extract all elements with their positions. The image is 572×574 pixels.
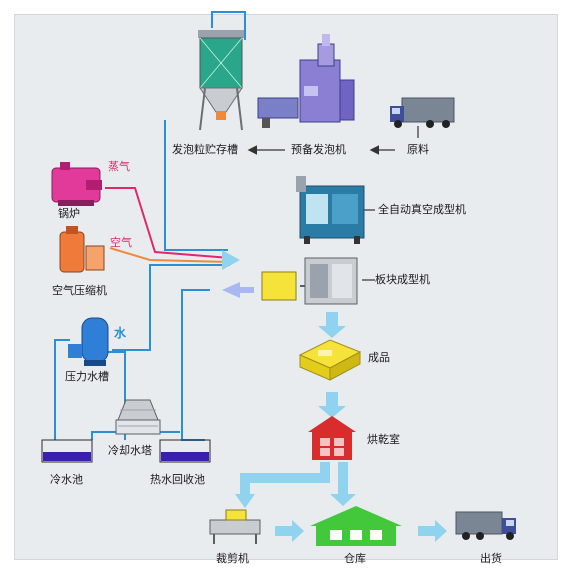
flow-arrow-drying-to-cutter [235, 462, 330, 508]
label-shipping: 出货 [480, 552, 502, 565]
flow-arrow-into-center [222, 250, 240, 270]
pressure-tank [68, 317, 109, 366]
label-pre-foamer: 预备发泡机 [291, 143, 346, 156]
flow-arrow-cutter-to-warehouse [275, 520, 304, 542]
label-water: 水 [114, 326, 127, 340]
flow-arrow-warehouse-to-shipping [418, 520, 447, 542]
label-auto-vacuum: 全自动真空成型机 [378, 203, 466, 216]
return-line [181, 289, 210, 441]
tank-to-pool [54, 339, 70, 440]
label-cutter: 裁剪机 [216, 552, 249, 565]
foam-storage-silo [198, 30, 244, 131]
warehouse-building [310, 506, 402, 546]
flow-arrow-drying-to-warehouse [330, 462, 356, 506]
pre-foamer-machine [257, 34, 355, 128]
label-air: 空气 [110, 236, 132, 249]
air-line [109, 247, 231, 263]
label-foam-storage: 发泡粒贮存槽 [172, 143, 238, 156]
label-drying-room: 烘乾室 [367, 433, 400, 446]
flow-arrow-return [222, 282, 254, 298]
label-hot-pool: 热水回收池 [150, 473, 205, 486]
raw-material-truck [390, 97, 455, 128]
label-raw-material: 原料 [407, 143, 429, 156]
steam-line [105, 187, 231, 259]
label-cooling-tower: 冷却水塔 [108, 444, 152, 457]
pipe-storage-to-center [164, 120, 228, 251]
water-line [112, 264, 230, 351]
auto-vacuum-machine [296, 176, 365, 244]
block-molding-machine [261, 257, 358, 305]
label-cold-pool: 冷水池 [50, 473, 83, 486]
drying-room [308, 416, 356, 460]
hot-water-pool [159, 439, 211, 463]
product-block [298, 339, 362, 381]
air-compressor [59, 226, 105, 273]
cooling-tower [115, 399, 161, 435]
label-block-molding: 板块成型机 [375, 273, 430, 286]
label-product: 成品 [368, 351, 390, 364]
flow-arrow-block-to-product [318, 312, 346, 338]
label-steam: 蒸气 [108, 160, 130, 173]
label-warehouse: 仓库 [344, 552, 366, 565]
boiler [51, 162, 102, 206]
cutter-machine [209, 509, 261, 544]
shipping-truck [455, 511, 516, 540]
pipe-top-feed [211, 11, 246, 40]
label-boiler: 锅炉 [58, 207, 80, 220]
label-pressure-tank: 压力水槽 [65, 370, 109, 383]
label-air-compressor: 空气压缩机 [52, 284, 107, 297]
cold-water-pool [41, 439, 93, 463]
flow-arrow-product-to-drying [318, 392, 346, 418]
